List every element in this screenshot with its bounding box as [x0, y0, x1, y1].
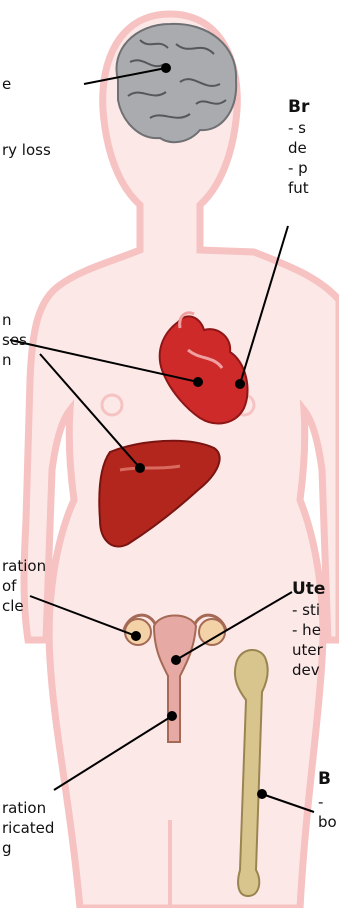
breast-heading: Br — [288, 96, 309, 118]
breast-label-line: - s — [288, 118, 306, 138]
heart-liver-label-fragment: ses — [2, 330, 27, 350]
uterus-label-line: dev — [292, 660, 320, 680]
bone-heading: B — [318, 768, 331, 790]
breast-label-line: fut — [288, 178, 309, 198]
heart-liver-label-fragment: n — [2, 310, 12, 330]
uterus-label-line: uter — [292, 640, 323, 660]
ovary-label-fragment: cle — [2, 596, 24, 616]
brain-illustration — [117, 24, 237, 142]
vagina-label-fragment: g — [2, 838, 12, 858]
bone-label-line: - — [318, 792, 323, 812]
uterus-label-line: - sti — [292, 600, 320, 620]
ovary-label-fragment: of — [2, 576, 16, 596]
breast-label-line: de — [288, 138, 307, 158]
ovary-label-fragment: ration — [2, 556, 46, 576]
bone-label-line: bo — [318, 812, 337, 832]
heart-liver-label-fragment: n — [2, 350, 12, 370]
vagina-label-fragment: ration — [2, 798, 46, 818]
brain-label-fragment: ry loss — [2, 140, 51, 160]
breast-label-line: - p — [288, 158, 308, 178]
uterus-label-line: - he — [292, 620, 321, 640]
vagina-label-fragment: ricated — [2, 818, 54, 838]
uterus-heading: Ute — [292, 578, 325, 600]
brain-label-fragment: e — [2, 74, 11, 94]
